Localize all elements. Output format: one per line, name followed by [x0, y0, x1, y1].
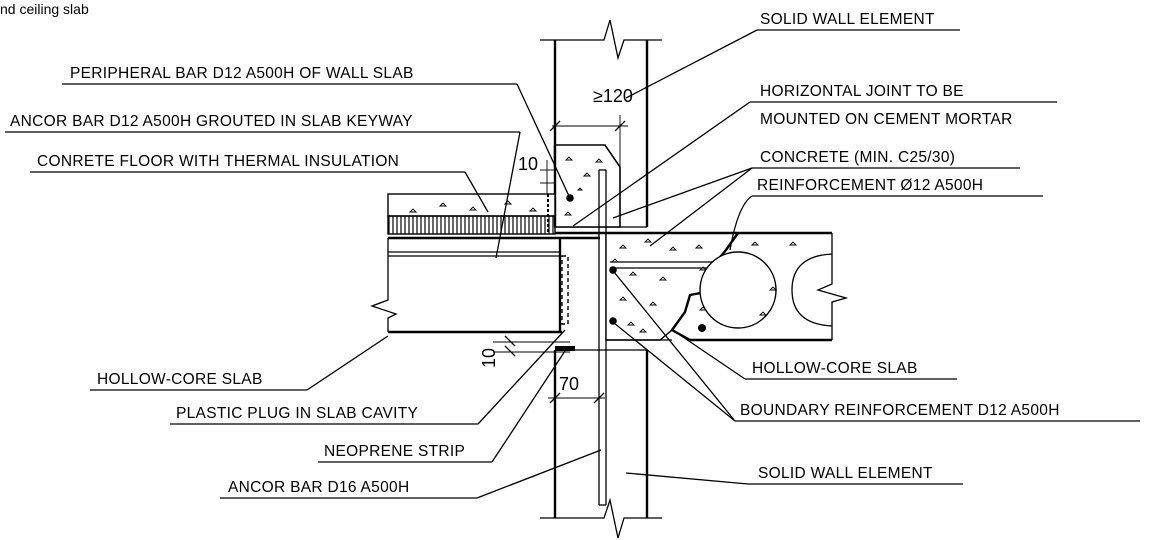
label-hollow-core-right: HOLLOW-CORE SLAB	[752, 360, 918, 377]
callout-hollow-core-right: HOLLOW-CORE SLAB	[679, 334, 957, 380]
label-neoprene-strip: NEOPRENE STRIP	[324, 443, 465, 460]
callout-concrete-grade: CONCRETE (MIN. C25/30)	[612, 149, 1020, 247]
label-ancor-bar-d16: ANCOR BAR D16 A500H	[228, 479, 409, 496]
dimension-gap-bottom: 10	[479, 335, 570, 368]
dim-plug-depth-text: 70	[559, 374, 579, 394]
callout-concrete-floor: CONRETE FLOOR WITH THERMAL INSULATION	[30, 153, 489, 213]
callout-horizontal-joint: HORIZONTAL JOINT TO BE MOUNTED ON CEMENT…	[572, 83, 1057, 227]
callout-peripheral-bar: PERIPHERAL BAR D12 A500H OF WALL SLAB	[62, 65, 570, 197]
label-hollow-core-left: HOLLOW-CORE SLAB	[97, 371, 263, 388]
callout-solid-wall-top: SOLID WALL ELEMENT	[625, 11, 960, 99]
dimension-plug-depth: 70	[548, 374, 605, 410]
callout-ancor-bar-d16: ANCOR BAR D16 A500H	[220, 449, 602, 499]
label-boundary-reinforcement: BOUNDARY REINFORCEMENT D12 A500H	[740, 402, 1060, 419]
label-solid-wall-bottom: SOLID WALL ELEMENT	[758, 465, 933, 482]
label-peripheral-bar: PERIPHERAL BAR D12 A500H OF WALL SLAB	[70, 65, 414, 82]
callout-hollow-core-left: HOLLOW-CORE SLAB	[90, 335, 389, 391]
dimension-wall-bearing: ≥120	[549, 86, 633, 170]
label-plastic-plug: PLASTIC PLUG IN SLAB CAVITY	[176, 405, 418, 422]
dim-wall-bearing-text: ≥120	[593, 86, 633, 106]
callout-neoprene-strip: NEOPRENE STRIP	[318, 350, 566, 463]
label-ancor-bar-d12: ANCOR BAR D12 A500H GROUTED IN SLAB KEYW…	[10, 113, 413, 130]
neoprene-strip	[555, 346, 575, 351]
callout-boundary-reinforcement: BOUNDARY REINFORCEMENT D12 A500H	[613, 271, 1140, 422]
caption-text: nd ceiling slab	[0, 1, 89, 17]
label-solid-wall-top: SOLID WALL ELEMENT	[760, 11, 935, 28]
dim-gap-top-text: 10	[518, 154, 538, 174]
label-concrete-grade: CONCRETE (MIN. C25/30)	[760, 149, 955, 166]
dim-gap-bottom-text: 10	[479, 348, 499, 368]
callout-solid-wall-bottom: SOLID WALL ELEMENT	[625, 465, 963, 485]
label-horizontal-joint-1: HORIZONTAL JOINT TO BE	[760, 83, 964, 100]
concrete-floor-topping	[387, 193, 556, 235]
label-horizontal-joint-2: MOUNTED ON CEMENT MORTAR	[760, 111, 1013, 128]
callout-ancor-bar-d12: ANCOR BAR D12 A500H GROUTED IN SLAB KEYW…	[5, 113, 521, 259]
hollow-core-slab-right	[670, 231, 849, 342]
label-reinforcement: REINFORCEMENT Ø12 A500H	[757, 177, 983, 194]
callout-reinforcement: REINFORCEMENT Ø12 A500H	[729, 177, 1043, 251]
dimension-gap-top: 10	[518, 154, 556, 194]
plastic-plug	[561, 255, 569, 325]
callout-plastic-plug: PLASTIC PLUG IN SLAB CAVITY	[170, 329, 566, 425]
hollow-core-slab-left	[370, 236, 600, 334]
label-concrete-floor: CONRETE FLOOR WITH THERMAL INSULATION	[37, 153, 399, 170]
